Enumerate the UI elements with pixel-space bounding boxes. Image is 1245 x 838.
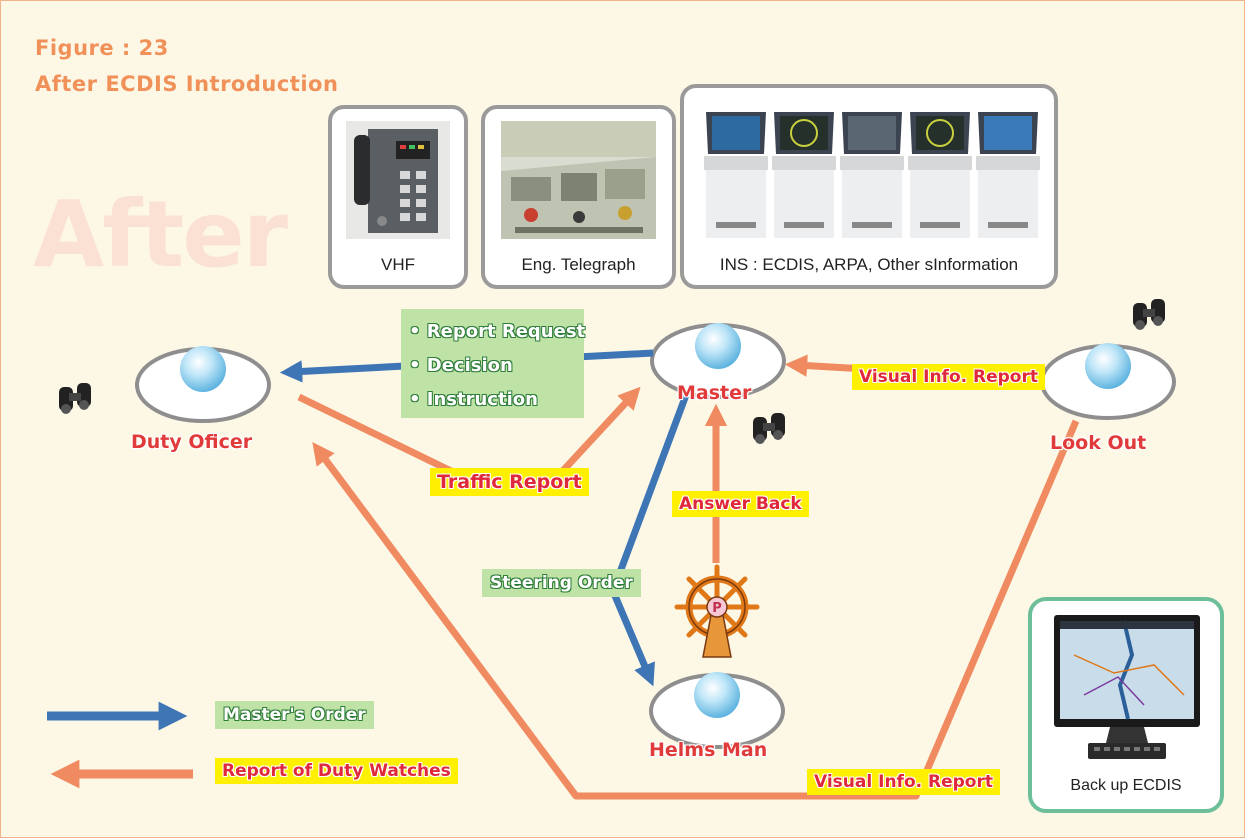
helms-man-node [649,672,785,749]
master-label: Master [677,382,752,404]
svg-text:P: P [712,601,722,616]
legend-report-label: Report of Duty Watches [215,758,458,784]
vhf-radio-icon [346,121,450,239]
report-arrow-lookout-to-duty-officer [312,419,1080,800]
visual-info-report-bottom-label: Visual Info. Report [807,769,1000,795]
eng-telegraph-console-icon [501,121,656,239]
vhf-panel: VHF [328,105,468,289]
msg-decision: • Decision [409,355,513,376]
binoculars-icon-duty-officer [59,383,91,414]
ins-panel: INS : ECDIS, ARPA, Other sInformation [680,84,1058,289]
vhf-caption: VHF [381,255,415,274]
figure-title: After ECDIS Introduction [35,72,339,96]
figure-number: Figure : 23 [35,36,169,60]
look-out-label: Look Out [1050,432,1147,454]
backup-ecdis-panel: Back up ECDIS [1028,597,1224,813]
answer-back-label: Answer Back [672,491,809,517]
master-node [650,323,786,399]
backup-ecdis-caption: Back up ECDIS [1070,777,1182,794]
duty-officer-label: Duty Oficer [131,431,253,453]
look-out-node [1040,343,1176,420]
visual-info-report-top-label: Visual Info. Report [852,364,1045,390]
legend-masters-order-label: Master's Order [215,701,374,729]
order-arrow-to-helms-man [609,393,690,687]
eng-telegraph-caption: Eng. Telegraph [521,255,636,274]
backup-ecdis-monitor-icon [1054,615,1200,759]
ins-console-icon [704,112,1040,238]
duty-officer-node [135,346,271,423]
eng-telegraph-panel: Eng. Telegraph [481,105,676,289]
helms-man-label: Helms Man [649,739,768,761]
binoculars-icon-master [753,413,785,444]
ins-caption: INS : ECDIS, ARPA, Other sInformation [719,255,1019,274]
after-watermark: After [33,181,288,288]
binoculars-icon-look-out [1133,299,1165,330]
ships-wheel-icon: P [674,564,760,658]
msg-instruction: • Instruction [409,389,538,410]
traffic-report-label: Traffic Report [430,468,589,496]
msg-report-request: • Report Request [409,321,586,342]
master-messages-box: • Report Request • Decision • Instructio… [401,309,586,418]
steering-order-label: Steering Order [482,569,641,597]
